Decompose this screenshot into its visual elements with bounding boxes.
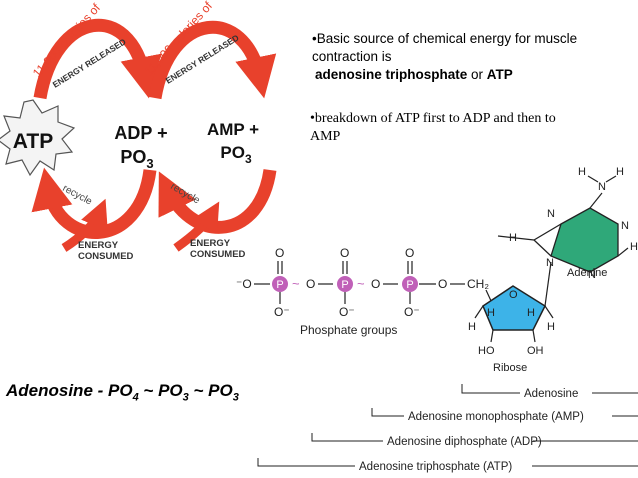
ester-o: O — [438, 277, 447, 291]
amp-label: AMP + — [207, 120, 259, 139]
bullet-atp-source: •Basic source of chemical energy for mus… — [312, 31, 578, 82]
adenine-h-left: H — [509, 232, 517, 244]
phosphate-3-o-bottom: O⁻ — [404, 305, 420, 319]
amino-h-2: H — [616, 166, 624, 178]
phosphate-2-o-top: O — [340, 246, 349, 260]
phosphate-2-o-bottom: O⁻ — [339, 305, 355, 319]
ribose-h-3: H — [468, 321, 476, 333]
ribose-h-2: H — [527, 307, 535, 319]
anhydride-bond-2: ~ — [357, 276, 365, 291]
release-arrow-2 — [148, 20, 277, 100]
ribose-ring-o: O — [509, 289, 518, 301]
bridge-o-2: O — [371, 277, 380, 291]
phosphate-1-o-top: O — [275, 246, 284, 260]
release-arrow-1 — [33, 18, 162, 100]
consumed-label-1a: ENERGY — [78, 240, 119, 251]
adenine-ring — [550, 207, 619, 273]
consumed-arrow-2 — [173, 201, 220, 252]
adenine-n-3: N — [621, 220, 629, 232]
phosphate-1-p: P — [276, 279, 283, 291]
recycle-label-1: recycle — [61, 183, 95, 208]
phosphate-1-o-minus-left: ⁻O — [236, 277, 252, 291]
adp-po3-label: PO3 — [120, 147, 153, 171]
recycle-arrow-1 — [31, 167, 157, 239]
atp-structure: ⁻O O P O⁻ ~ O O P O⁻ ~ O O P O⁻ O CH₂ — [236, 166, 638, 473]
ribose-ring — [482, 285, 546, 331]
released-label-1: 11,000 calories of — [30, 0, 104, 80]
adenine-n-1: N — [547, 208, 555, 220]
phosphate-3-circle — [402, 276, 418, 292]
adenine-label: Adenine — [567, 267, 607, 279]
bracket-amp: Adenosine monophosphate (AMP) — [408, 411, 584, 423]
ribose-h-4: H — [547, 321, 555, 333]
amino-n: N — [598, 181, 606, 193]
released-label-3: 11,000 calories of — [142, 0, 216, 78]
recycle-arrow-2 — [158, 168, 277, 234]
bridge-o-1: O — [306, 277, 315, 291]
atp-starburst — [0, 99, 76, 177]
bullet-atp-breakdown: •breakdown of ATP first to ADP and then … — [310, 111, 556, 144]
atp-cycle-diagram: ATP ADP + PO3 AMP + PO3 11,000 calories … — [0, 0, 277, 262]
bracket-adenosine: Adenosine — [524, 388, 578, 400]
consumed-arrow-1 — [61, 198, 108, 252]
bracket-atp: Adenosine triphosphate (ATP) — [359, 461, 512, 473]
adenosine-formula: Adenosine - PO4 ~ PO3 ~ PO3 — [6, 381, 239, 404]
amp-po3-label: PO3 — [220, 143, 252, 166]
consumed-label-2a: ENERGY — [190, 238, 231, 249]
ribose-label: Ribose — [493, 362, 527, 374]
phosphate-1-circle — [272, 276, 288, 292]
ribose-ho: HO — [478, 345, 495, 357]
consumed-label-1b: CONSUMED — [78, 251, 134, 262]
phosphate-3-o-top: O — [405, 246, 414, 260]
phosphate-2-circle — [337, 276, 353, 292]
adenine-h-right: H — [630, 241, 638, 253]
phosphate-groups-label: Phosphate groups — [300, 323, 397, 337]
phosphate-3-p: P — [406, 279, 413, 291]
bracket-adp: Adenosine diphosphate (ADP) — [387, 436, 542, 448]
phosphate-1-o-bottom: O⁻ — [274, 305, 290, 319]
anhydride-bond-1: ~ — [292, 276, 300, 291]
ribose-h-1: H — [487, 307, 495, 319]
ribose-oh: OH — [527, 345, 544, 357]
ch2-label: CH₂ — [467, 277, 489, 291]
atp-label: ATP — [13, 130, 53, 153]
adp-label: ADP + — [114, 123, 167, 143]
consumed-label-2b: CONSUMED — [190, 249, 246, 260]
adenine-n-2: N — [546, 257, 554, 269]
amino-h-1: H — [578, 166, 586, 178]
adenine-n-4: N — [588, 269, 596, 281]
phosphate-2-p: P — [341, 279, 348, 291]
